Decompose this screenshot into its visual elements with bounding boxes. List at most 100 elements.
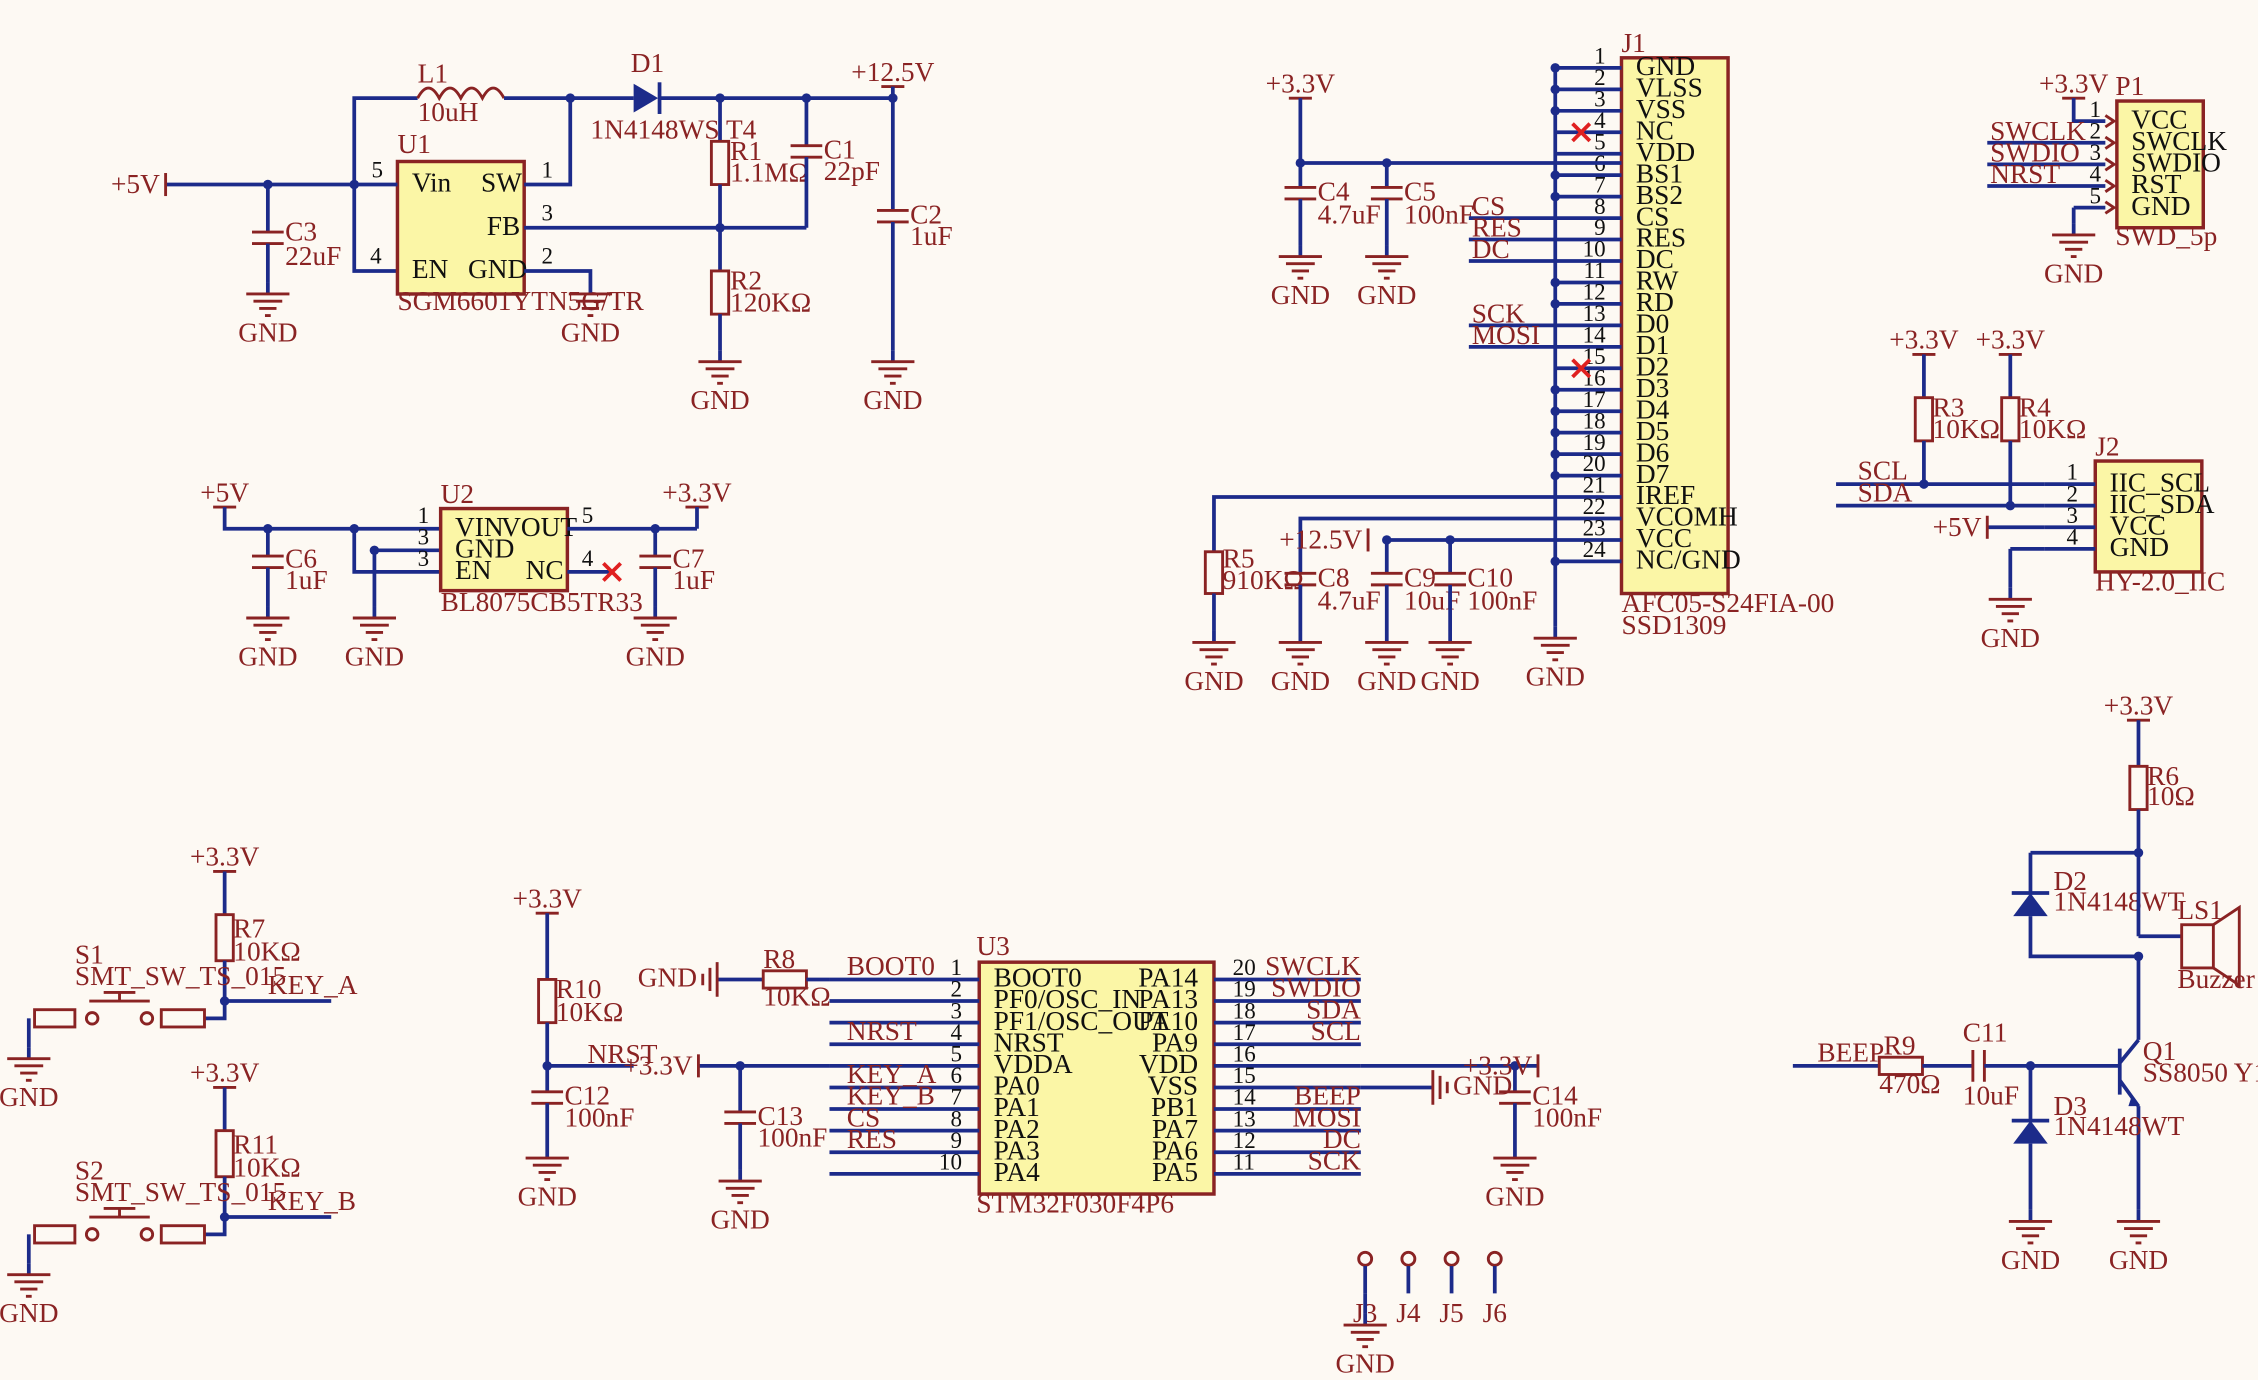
ground-symbol: [1192, 641, 1236, 666]
d3-ref: D3: [2054, 1091, 2087, 1121]
j1-pin-1: GND: [1636, 51, 1695, 81]
j1-pin-15: D2: [1636, 351, 1669, 381]
junction: [565, 93, 576, 103]
gnd-label: GND: [518, 1182, 577, 1212]
u3-pin-number: 6: [950, 1062, 962, 1088]
gnd-label: GND: [1526, 662, 1585, 692]
mount-ref: J5: [1439, 1298, 1463, 1328]
u2-pn: 3: [418, 524, 430, 550]
ground-symbol: [7, 1273, 51, 1298]
c11-ref: C11: [1963, 1017, 2008, 1047]
j1-pin-number: 21: [1583, 472, 1606, 498]
mount-ref: J6: [1483, 1298, 1507, 1328]
u1-pn: 5: [372, 156, 384, 182]
u3-box: [977, 960, 1216, 1196]
l1-ref: L1: [418, 58, 448, 88]
wire: [204, 1217, 227, 1237]
junction: [1382, 535, 1392, 545]
junction: [1550, 63, 1561, 73]
u3-pin-number: 2: [950, 976, 962, 1002]
switch-actuator: [89, 990, 150, 1003]
c5-value: 100nF: [1404, 199, 1474, 229]
u3-left-net: KEY_B: [847, 1081, 935, 1111]
u3-pin-number: 9: [950, 1127, 962, 1153]
j2-pin-number: 2: [2066, 480, 2078, 506]
j2-pin-number: 1: [2066, 459, 2078, 485]
power-label: +5V: [111, 169, 160, 199]
j1-pin-13: D0: [1636, 309, 1669, 339]
junction: [2005, 500, 2016, 511]
u2-pn: 5: [582, 502, 594, 528]
swd-net-label: NRST: [1990, 159, 2060, 189]
j1-pin-number: 24: [1583, 536, 1607, 562]
u3-pin-number: 20: [1233, 954, 1256, 980]
switch-actuator: [89, 1206, 150, 1219]
junction: [1550, 277, 1561, 288]
u3-left-net: BOOT0: [847, 951, 935, 981]
u3-pin-number: 8: [950, 1105, 962, 1131]
j1-pin-number: 23: [1583, 515, 1606, 541]
junction: [1550, 470, 1561, 481]
swd-net-label: SWDIO: [1990, 138, 2080, 168]
c2-ref: C2: [910, 199, 942, 229]
r3: [1913, 396, 1934, 443]
u3-pin-number: 7: [950, 1084, 962, 1110]
gnd-label: GND: [1485, 1182, 1544, 1212]
key-net-label: KEY_B: [268, 1186, 356, 1216]
j1-pin-2: VLSS: [1636, 73, 1703, 103]
d1-ref: D1: [631, 48, 664, 78]
c4-ref: C4: [1318, 176, 1350, 206]
power-label: +3.3V: [662, 477, 732, 507]
q1-arrow: [2128, 1097, 2140, 1107]
j1-box: [1619, 56, 1730, 596]
switch-contact: [84, 1227, 100, 1242]
switch-contact: [139, 1227, 155, 1242]
ground-symbol: [1428, 641, 1472, 666]
p1-ref: P1: [2115, 71, 2144, 101]
c14-ref: C14: [1532, 1081, 1578, 1111]
u3-left-net: CS: [847, 1102, 880, 1132]
wire: [204, 1001, 227, 1021]
j1-pin-22: VCOMH: [1636, 502, 1738, 532]
j1-pin-20: D7: [1636, 459, 1669, 489]
j1-pin-24: NC/GND: [1636, 545, 1741, 575]
power-label: +3.3V: [1266, 68, 1336, 98]
c14-value: 100nF: [1532, 1102, 1602, 1132]
gnd-label: GND: [711, 1205, 770, 1235]
junction: [1550, 427, 1561, 438]
r8-value: 10KΩ: [763, 981, 830, 1011]
mount-hole: [1357, 1250, 1374, 1267]
j1-pin-19: D6: [1636, 437, 1669, 467]
power-label: +3.3V: [1976, 325, 2046, 355]
r1-value: 1.1MΩ: [730, 158, 809, 188]
mount-hole: [1400, 1250, 1417, 1267]
sda-label: SDA: [1858, 477, 1913, 507]
u3-right-pin-12: PA6: [1152, 1135, 1198, 1165]
j1-pin-number: 11: [1583, 257, 1605, 283]
junction: [1550, 299, 1561, 309]
j1-pin-11: RW: [1636, 266, 1679, 296]
junction: [1510, 1061, 1520, 1071]
r2-ref: R2: [730, 266, 762, 296]
u3-left-pin-2: PF0/OSC_IN: [994, 984, 1142, 1014]
ground-symbol: [1343, 1323, 1387, 1349]
u3-pin-number: 11: [1233, 1149, 1255, 1175]
d1-value: 1N4148WS T4: [590, 114, 756, 144]
j1-pin-9: RES: [1636, 223, 1686, 253]
p1-arrow: [2104, 200, 2117, 215]
net-label: CS: [1472, 191, 1505, 221]
junction: [1550, 106, 1561, 116]
p1-pin-3: SWDIO: [2131, 148, 2221, 178]
gnd-label: GND: [626, 642, 685, 672]
gnd-label: GND: [0, 1082, 58, 1112]
c3-cap: [252, 230, 284, 246]
key-net-label: KEY_A: [268, 970, 358, 1000]
junction: [263, 179, 273, 190]
ground-symbol: [1278, 255, 1322, 280]
gnd-label: GND: [690, 385, 749, 415]
r1: [709, 139, 731, 186]
wire: [352, 96, 418, 185]
j1-pin-number: 2: [1594, 64, 1606, 90]
j1-pin-number: 14: [1583, 322, 1607, 348]
